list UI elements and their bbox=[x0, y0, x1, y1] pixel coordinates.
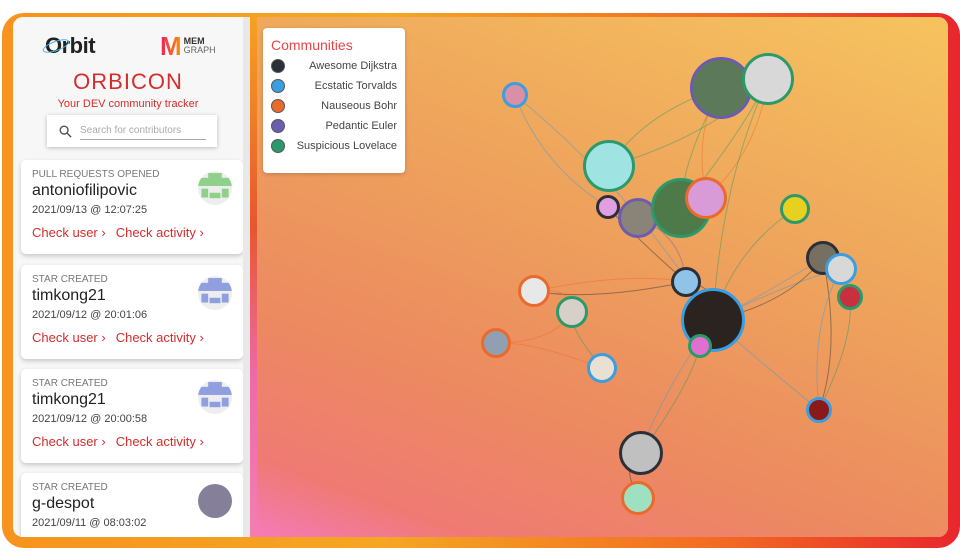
legend-label: Awesome Dijkstra bbox=[309, 60, 397, 72]
check-activity-link[interactable]: Check activity › bbox=[115, 225, 204, 240]
check-activity-link[interactable]: Check activity › bbox=[115, 330, 204, 345]
legend-item[interactable]: Ecstatic Torvalds bbox=[271, 79, 397, 93]
avatar[interactable] bbox=[198, 171, 232, 205]
graph-node[interactable] bbox=[618, 198, 658, 238]
sidebar-scrollbar[interactable] bbox=[243, 17, 250, 537]
graph-node[interactable] bbox=[502, 82, 528, 108]
graph-node[interactable] bbox=[518, 275, 550, 307]
check-user-link[interactable]: Check user › bbox=[32, 225, 106, 240]
graph-edge bbox=[533, 281, 687, 296]
avatar[interactable] bbox=[198, 380, 232, 414]
activity-user: g-despot bbox=[32, 495, 95, 512]
graph-node[interactable] bbox=[619, 431, 663, 475]
graph-node[interactable] bbox=[556, 296, 588, 328]
graph-node[interactable] bbox=[587, 353, 617, 383]
activity-type: STAR CREATED bbox=[32, 274, 108, 285]
panel-divider[interactable] bbox=[250, 17, 257, 537]
activity-time: 2021/09/12 @ 20:00:58 bbox=[32, 413, 148, 425]
app-subtitle: Your DEV community tracker bbox=[57, 98, 199, 110]
search-box[interactable] bbox=[47, 115, 217, 147]
activity-user: timkong21 bbox=[32, 287, 106, 304]
graph-node[interactable] bbox=[806, 397, 832, 423]
legend-label: Nauseous Bohr bbox=[321, 100, 397, 112]
activity-time: 2021/09/11 @ 08:03:02 bbox=[32, 517, 147, 529]
graph-node[interactable] bbox=[688, 334, 712, 358]
legend-item[interactable]: Pedantic Euler bbox=[271, 119, 397, 133]
legend-label: Suspicious Lovelace bbox=[296, 140, 397, 152]
graph-node[interactable] bbox=[690, 57, 752, 119]
graph-node[interactable] bbox=[837, 284, 863, 310]
graph-edge bbox=[514, 94, 609, 208]
avatar[interactable] bbox=[198, 484, 232, 518]
check-activity-link[interactable]: Check activity › bbox=[115, 434, 204, 449]
graph-node[interactable] bbox=[621, 481, 655, 515]
legend-item[interactable]: Nauseous Bohr bbox=[271, 99, 397, 113]
graph-node[interactable] bbox=[685, 177, 727, 219]
activity-user: antoniofilipovic bbox=[32, 182, 137, 199]
check-user-link[interactable]: Check user › bbox=[32, 330, 106, 345]
community-dot bbox=[271, 119, 285, 133]
community-dot bbox=[271, 79, 285, 93]
community-dot bbox=[271, 99, 285, 113]
graph-node[interactable] bbox=[481, 328, 511, 358]
activity-type: PULL REQUESTS OPENED bbox=[32, 169, 160, 180]
graph-edge bbox=[818, 257, 832, 411]
graph-node[interactable] bbox=[596, 195, 620, 219]
legend-item[interactable]: Suspicious Lovelace bbox=[271, 139, 397, 153]
community-dot bbox=[271, 139, 285, 153]
activity-user: timkong21 bbox=[32, 391, 106, 408]
graph-node[interactable] bbox=[583, 140, 635, 192]
graph-node[interactable] bbox=[825, 253, 857, 285]
legend-label: Pedantic Euler bbox=[325, 120, 397, 132]
activity-card: STAR CREATED timkong21 2021/09/12 @ 20:0… bbox=[21, 369, 243, 463]
search-icon bbox=[59, 125, 72, 138]
activity-type: STAR CREATED bbox=[32, 378, 108, 389]
community-dot bbox=[271, 59, 285, 73]
avatar[interactable] bbox=[198, 276, 232, 310]
check-user-link[interactable]: Check user › bbox=[32, 434, 106, 449]
app-title: ORBICON bbox=[73, 69, 183, 94]
graph-node[interactable] bbox=[742, 53, 794, 105]
graph-edge bbox=[533, 277, 687, 292]
activity-card: STAR CREATED g-despot 2021/09/11 @ 08:03… bbox=[21, 473, 243, 537]
activity-type: STAR CREATED bbox=[32, 482, 108, 493]
activity-time: 2021/09/13 @ 12:07:25 bbox=[32, 204, 148, 216]
legend-label: Ecstatic Torvalds bbox=[314, 80, 397, 92]
search-input[interactable] bbox=[80, 122, 206, 140]
orbit-logo: Orbit bbox=[45, 33, 96, 58]
legend-title: Communities bbox=[271, 37, 353, 53]
graph-node[interactable] bbox=[671, 267, 701, 297]
activity-card: PULL REQUESTS OPENED antoniofilipovic 20… bbox=[21, 160, 243, 254]
graph-node[interactable] bbox=[780, 194, 810, 224]
activity-time: 2021/09/12 @ 20:01:06 bbox=[32, 309, 148, 321]
graph-edge bbox=[712, 78, 769, 321]
legend-item[interactable]: Awesome Dijkstra bbox=[271, 59, 397, 73]
network-graph[interactable] bbox=[257, 17, 948, 537]
activity-card: STAR CREATED timkong21 2021/09/12 @ 20:0… bbox=[21, 265, 243, 359]
